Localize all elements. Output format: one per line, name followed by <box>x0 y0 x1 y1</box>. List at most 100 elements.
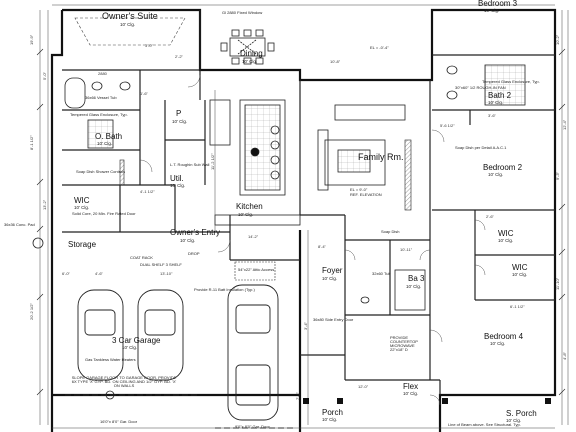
ceiling-ba3: 10' Clg. <box>406 284 422 289</box>
ceiling-garage: 10' Clg. <box>122 345 138 350</box>
el-family: EL = 9'-0" <box>350 187 368 192</box>
note-dual-shelf: DUAL SHELF 3 SHELF <box>140 262 182 267</box>
note-soap-dish-main: Soap Dish per Detail A.A.C.1 <box>455 145 507 150</box>
bath-fixtures <box>64 64 526 311</box>
room-bedroom3: Bedroom 3 <box>478 0 518 8</box>
dim-left-4: 5'-0" <box>42 72 47 80</box>
ceiling-kitchen: 10' Clg. <box>238 212 254 217</box>
note-fan: 30"x60" 1/2 ROUGH-IN FAN <box>455 85 506 90</box>
dim-left-2: 8'-1 1/2" <box>29 135 34 150</box>
note-soap-dish-lower: Soap Dish <box>381 229 400 234</box>
ceiling-wic-b2b: 10' Clg. <box>512 272 528 277</box>
dim-h-15: 4'-1 1/2" <box>140 189 155 194</box>
room-ba3: Ba 3 <box>408 274 425 283</box>
room-dining: Dining <box>240 49 263 58</box>
note-side-entry: 36x80 Side Entry Door <box>313 317 354 322</box>
ceiling-bedroom4: 10' Clg. <box>490 341 506 346</box>
note-lt-rough: L.T. Roughin Sub Wall <box>170 162 210 167</box>
dim-h-12: 6'-1 1/2" <box>510 304 525 309</box>
dim-right-4: 12'-4" <box>562 119 567 130</box>
dim-h-1: 2880 <box>98 71 107 76</box>
room-wic-b2a: WIC <box>498 229 514 238</box>
family-furniture <box>317 104 406 191</box>
dining-table <box>220 29 275 65</box>
dim-right-1: 10'-2" <box>555 34 560 45</box>
ceiling-sporch: 10' Clg. <box>506 418 522 423</box>
ceiling-util: 10' Clg. <box>170 183 186 188</box>
room-owners-entry: Owner's Entry <box>170 228 220 237</box>
note-tempered-glass-left: Tempered Glass Enclosure, Typ. <box>70 112 128 117</box>
garage-cars <box>77 284 279 421</box>
dim-h-16: 2'-2" <box>175 54 183 59</box>
dim-left-5: 13'-2" <box>42 199 47 210</box>
door-swings <box>139 74 486 406</box>
ceiling-owners-suite: 10' Clg. <box>120 22 136 27</box>
dim-h-13: 12'-0" <box>358 384 369 389</box>
dim-h-11: 2'-6" <box>486 214 494 219</box>
ceiling-dining: 10' Clg. <box>242 59 258 64</box>
dimension-ticks <box>36 48 566 396</box>
ceiling-wic-owner: 10' Clg. <box>74 205 90 210</box>
note-tub: 32x60 Tub <box>372 271 391 276</box>
note-fire-door: Solid Core, 20 Min. Fire Rated Door <box>72 211 136 216</box>
note-microwave: PROVIDE COUNTERTOP MICROWAVE 22"x18" D <box>390 335 418 352</box>
tray-ceiling-outline <box>74 17 186 46</box>
note-garage-door2: 9'0"x 8'0" Gar. Door <box>235 424 270 429</box>
el-top: EL = -0'-4" <box>370 45 389 50</box>
ceiling-owners-entry: 10' Clg. <box>180 238 196 243</box>
note-slope: SLOPE GARAGE FLOOR TO GARAGE DOOR. PROVI… <box>71 375 177 388</box>
dim-h-5: 13'-10" <box>160 271 173 276</box>
ceiling-bedroom2: 10' Clg. <box>488 172 504 177</box>
dim-v-porch: 7'-4" <box>295 392 300 400</box>
ceiling-bedroom3: 10' Clg. <box>484 8 500 13</box>
room-util: Util. <box>170 174 184 183</box>
room-obath: O. Bath <box>95 132 123 141</box>
dim-h-3: 6'-0" <box>62 271 70 276</box>
kitchen-island <box>209 99 301 226</box>
room-sporch: S. Porch <box>506 409 537 418</box>
ceiling-pantry: 10' Clg. <box>172 119 188 124</box>
note-batt-insulation: Provide R-11 Batt Insulation (Typ.) <box>194 287 255 292</box>
dim-v-foyer: 3'-4" <box>303 322 308 330</box>
note-vessel-tub: 36x66 Vessel Tub <box>85 95 117 100</box>
room-bedroom4: Bedroom 4 <box>484 332 524 341</box>
column <box>337 398 343 404</box>
hatched-wall <box>119 159 125 186</box>
dim-right-2: 9'-3" <box>555 172 560 180</box>
note-coat-rack: COAT RACK <box>130 255 153 260</box>
note-attic-access: 54"x22" Attic Access <box>238 267 275 272</box>
dimension-lines <box>39 4 569 429</box>
room-bath2: Bath 2 <box>488 91 512 100</box>
room-flex: Flex <box>403 382 419 391</box>
column <box>303 398 309 404</box>
note-soap-dish-shower: Soap Dish Shower Controls <box>76 169 126 174</box>
dim-h-7: 8'-4" <box>318 244 326 249</box>
note-fixed-window: Gl 2880 Fixed Window <box>222 10 263 15</box>
note-garage-door: 16'0"x 8'0" Gar. Door <box>100 419 138 424</box>
ceiling-obath: 10' Clg. <box>97 141 113 146</box>
note-tempered-glass-right: Tempered Glass Enclosure, Typ. <box>482 79 540 84</box>
room-owners-suite: Owner's Suite <box>102 11 158 21</box>
dim-h-17: 10'-8" <box>330 59 341 64</box>
ceiling-foyer: 10' Clg. <box>322 276 338 281</box>
note-beam: Line of Beam above. See Structural. Typ. <box>448 422 521 427</box>
dim-h-9: 3'-6" <box>488 113 496 118</box>
room-wic-b2b: WIC <box>512 263 528 272</box>
note-conc-pad: 36x36 Conc. Pad <box>4 222 35 227</box>
note-gas-heaters: Gas Tankless Water Heaters <box>85 357 136 362</box>
room-family: Family Rm. <box>358 152 404 162</box>
dim-right-5: 4'-8" <box>562 352 567 360</box>
attic-access <box>234 261 276 281</box>
dim-h-6: 14'-2" <box>248 234 259 239</box>
dim-left-1: 19'-9" <box>29 34 34 45</box>
room-garage: 3 Car Garage <box>112 336 161 345</box>
room-bedroom2: Bedroom 2 <box>483 163 523 172</box>
ceiling-wic-b2a: 10' Clg. <box>498 238 514 243</box>
room-kitchen: Kitchen <box>236 202 263 211</box>
ceiling-bath2: 10' Clg. <box>488 100 504 105</box>
dim-left-3: 20'-2 1/2" <box>29 303 34 320</box>
dim-h-2: 3'-0" <box>145 43 153 48</box>
dim-right-3: 11'-10" <box>555 277 560 290</box>
hatched-wall <box>404 139 412 211</box>
